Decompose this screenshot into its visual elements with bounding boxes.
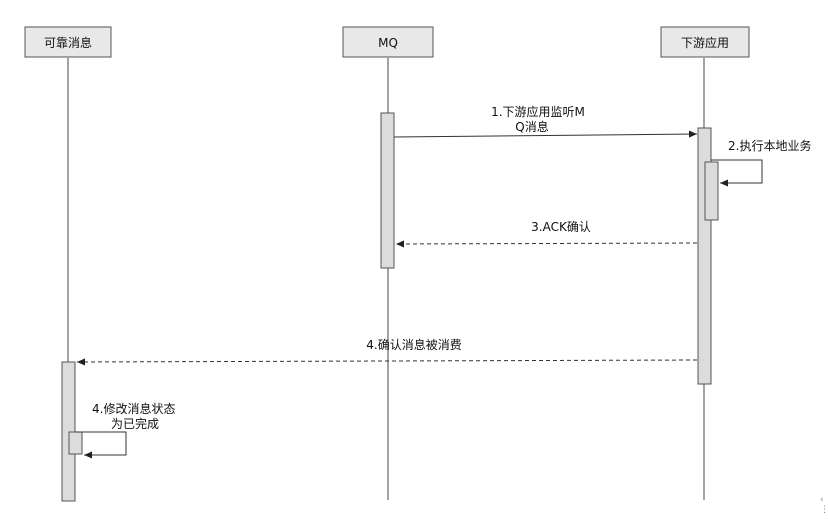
message-label-ack: 3.ACK确认 (531, 220, 591, 234)
message-label-listen-mq-line2: Q消息 (515, 119, 548, 134)
message-arrow-ack (395, 240, 698, 248)
message-label-update-status-line2: 为已完成 (111, 416, 159, 431)
participant-downstream-app: 下游应用 (660, 26, 750, 58)
message-arrow-execute-local-business (711, 159, 763, 187)
message-arrow-listen-mq (393, 130, 698, 138)
participant-downstream-app-label: 下游应用 (681, 35, 729, 50)
participant-mq: MQ (342, 26, 434, 58)
message-label-update-status-line1: 4.修改消息状态 (92, 401, 175, 416)
edge-scroll-marker: ‹ ⋮ (820, 495, 828, 527)
message-label-execute-local-business: 2.执行本地业务 (728, 138, 811, 153)
message-arrow-update-status (75, 431, 127, 459)
message-label-confirm-consumed: 4.确认消息被消费 (366, 337, 461, 352)
edge-marker-glyph-top: ‹ (820, 495, 824, 505)
activation-mq (380, 112, 395, 269)
participant-reliable-message-label: 可靠消息 (44, 35, 92, 50)
activation-downstream-local-business (704, 161, 719, 221)
message-arrow-confirm-consumed (76, 358, 698, 366)
message-label-listen-mq-line1: 1.下游应用监听M (491, 104, 585, 119)
participant-mq-label: MQ (378, 36, 398, 50)
participant-reliable-message: 可靠消息 (24, 26, 112, 58)
edge-marker-glyph-bottom: ⋮ (820, 505, 828, 515)
activation-reliable-message-update (68, 431, 83, 455)
